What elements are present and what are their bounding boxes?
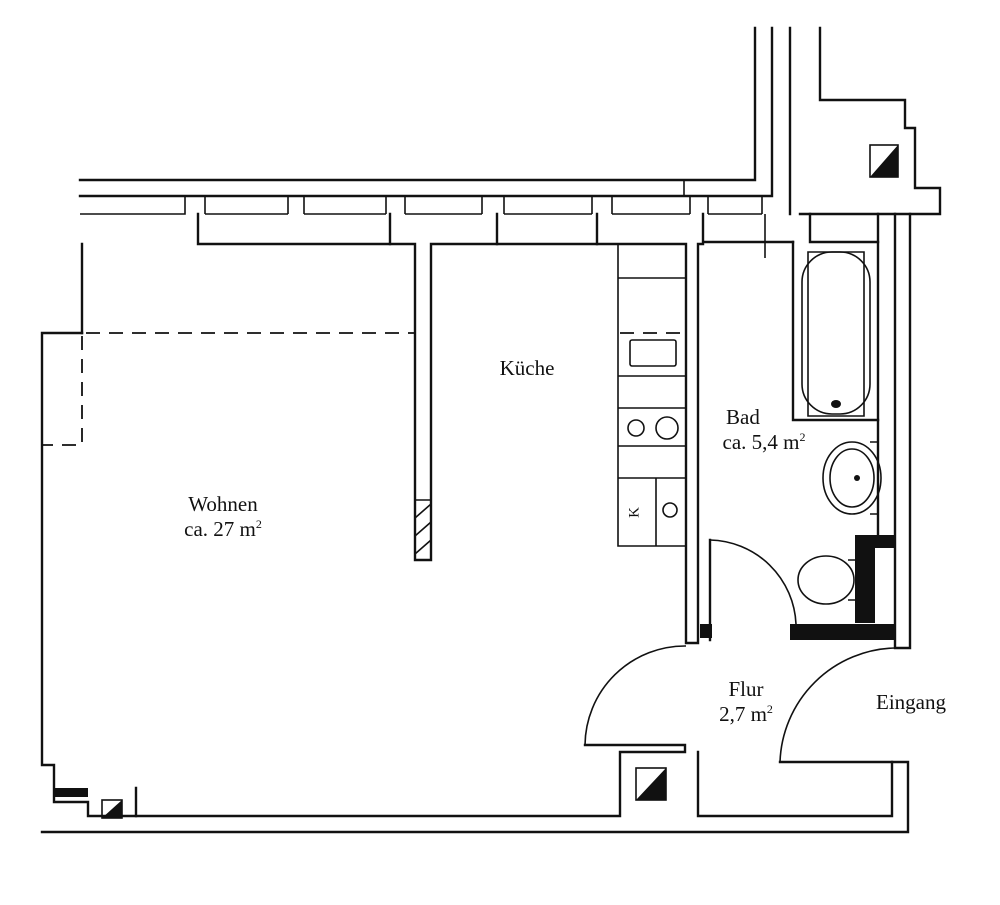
room-label-bad: Bad ca. 5,4 m2	[708, 405, 820, 455]
room-label-eingang: Eingang	[862, 690, 960, 715]
room-label-kueche: Küche	[484, 356, 570, 381]
doors	[584, 539, 896, 763]
room-area-bad: ca. 5,4 m2	[722, 430, 806, 454]
room-name-bad: Bad	[726, 405, 760, 429]
room-label-wohnen: Wohnen ca. 27 m2	[168, 492, 278, 542]
room-label-flur: Flur 2,7 m2	[704, 677, 788, 727]
room-area-flur: 2,7 m2	[719, 702, 773, 726]
room-area-wohnen: ca. 27 m2	[184, 517, 262, 541]
washbasin	[822, 441, 882, 515]
exterior-walls	[40, 26, 942, 834]
kitchen-counter	[617, 244, 686, 547]
toilet	[700, 535, 895, 640]
dashed-overlay	[42, 332, 686, 446]
room-name-kueche: Küche	[499, 356, 555, 380]
room-name-eingang: Eingang	[876, 690, 946, 714]
kitchen-fridge-mark: K	[626, 507, 643, 518]
room-name-flur: Flur	[728, 677, 764, 701]
ventilation-shafts	[54, 144, 899, 819]
bathtub	[801, 251, 871, 417]
room-name-wohnen: Wohnen	[188, 492, 258, 516]
